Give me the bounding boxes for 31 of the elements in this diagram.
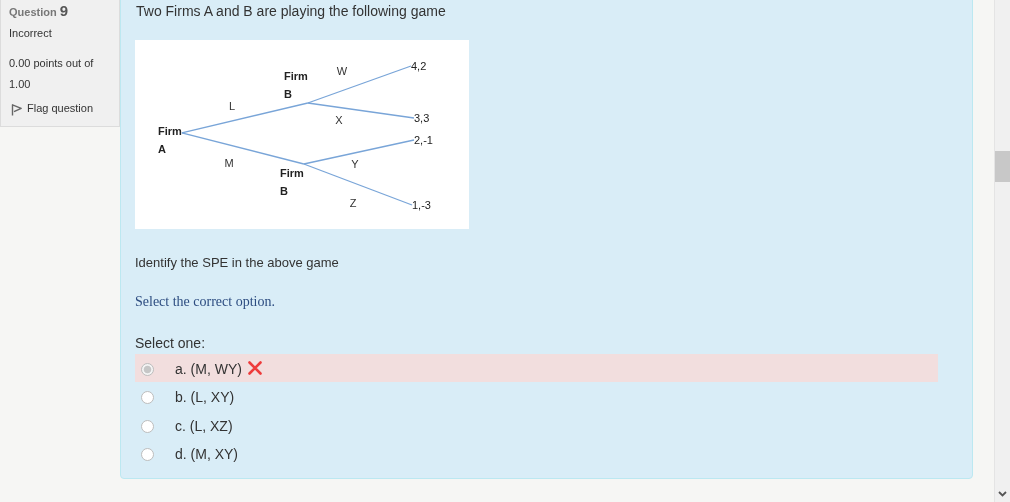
edge-label: Z — [348, 197, 358, 209]
payoff-label: 1,-3 — [412, 198, 431, 212]
answer-option: c. (L, XZ) — [175, 418, 233, 434]
edge-label: L — [227, 100, 237, 112]
question-text: Two Firms A and B are playing the following game — [136, 3, 446, 19]
edge-label: M — [223, 157, 235, 169]
edge-label: Y — [350, 158, 360, 170]
flag-question-link: Flag question — [27, 102, 94, 114]
branch-line — [303, 139, 415, 165]
payoff-label: 3,3 — [414, 111, 430, 125]
answer-option: d. (M, XY) — [175, 446, 238, 462]
payoff-label: 4,2 — [411, 59, 427, 73]
question-text: Identify the SPE in the above game — [135, 255, 339, 270]
edge-label: X — [334, 114, 344, 126]
branch-line — [307, 102, 415, 119]
answer-option: a. (M, WY) — [175, 361, 242, 377]
payoff-label: 2,-1 — [414, 133, 433, 147]
branch-line — [303, 163, 413, 206]
branch-line — [307, 65, 412, 104]
player-label: Firm B — [284, 67, 308, 103]
status-text: Incorrect — [9, 27, 52, 39]
branch-line — [181, 102, 309, 134]
branch-line — [181, 132, 305, 165]
answer-option: b. (L, XY) — [175, 389, 235, 405]
edge-label: W — [335, 65, 349, 77]
player-label: Firm A — [158, 122, 182, 158]
question-number: Question 9 — [9, 2, 69, 19]
player-label: Firm B — [280, 164, 304, 200]
score-text: 0.00 points out of 1.00 — [9, 56, 95, 92]
instruction-text: Select the correct option. — [135, 294, 275, 310]
prompt-text: Select one: — [135, 335, 206, 351]
